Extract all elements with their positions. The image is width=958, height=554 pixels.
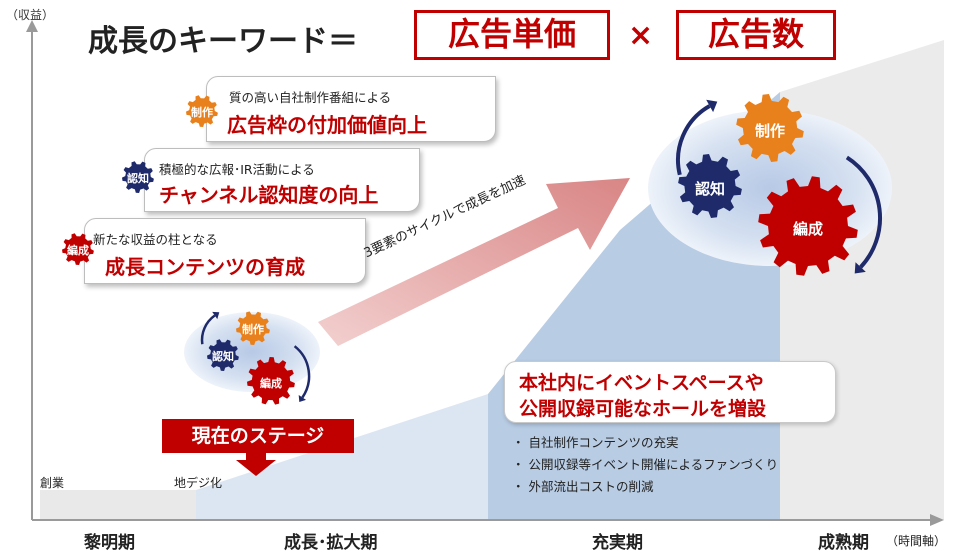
- x-axis-label: （時間軸）: [886, 534, 947, 548]
- bullet-item: ・ 自社制作コンテンツの充実: [512, 435, 679, 450]
- card-seisaku: 質の高い自社制作番組による 広告枠の付加価値向上: [206, 76, 496, 142]
- bullet-item: ・ 外部流出コストの削減: [512, 479, 654, 494]
- small-cycle-arrow-left: [200, 314, 216, 345]
- phase-label-dawn: 黎明期: [84, 533, 135, 553]
- y-axis-label: （収益）: [6, 8, 55, 22]
- x-axis-arrowhead: [930, 514, 944, 526]
- keyword-ad-unit-price: 広告単価: [414, 10, 610, 60]
- growth-arrow: [318, 178, 630, 346]
- small-gear-label-seisaku: 制作: [242, 323, 264, 336]
- card-badge-hensei-icon: [62, 233, 94, 265]
- small-gear-hensei: [247, 357, 295, 405]
- current-stage-label: 現在のステージ: [162, 419, 354, 453]
- card-main: 広告枠の付加価値向上: [227, 113, 427, 137]
- badge-label-seisaku: 制作: [191, 106, 213, 119]
- big-gear-label-ninchi: 認知: [694, 180, 725, 198]
- card-hensei: 新たな収益の柱となる 成長コンテンツの育成: [84, 218, 366, 284]
- small-gear-label-ninchi: 認知: [212, 350, 234, 363]
- badge-label-ninchi: 認知: [127, 172, 149, 185]
- phase-area-dawn: [40, 490, 196, 520]
- times-symbol: ×: [628, 18, 654, 53]
- bullet-list: ・ 自社制作コンテンツの充実 ・ 公開収録等イベント開催によるファンづくり ・ …: [512, 432, 778, 498]
- big-gear-label-seisaku: 制作: [754, 122, 785, 140]
- small-gear-seisaku: [236, 311, 270, 345]
- card-badge-seisaku-icon: [186, 95, 218, 127]
- big-gear-seisaku: [736, 94, 804, 162]
- big-cycle-arrow-right-head: [854, 262, 866, 274]
- big-cycle-arrow-left-head: [706, 99, 718, 113]
- big-gear-label-hensei: 編成: [792, 220, 823, 238]
- callout-line1: 本社内にイベントスペースや: [519, 372, 764, 394]
- big-gear-ninchi: [678, 154, 742, 218]
- card-main: チャンネル認知度の向上: [159, 183, 379, 207]
- phase-label-growth: 成長･拡大期: [284, 533, 378, 553]
- hall-callout: 本社内にイベントスペースや 公開収録可能なホールを増設: [504, 361, 836, 423]
- card-badge-ninchi-icon: [122, 161, 154, 193]
- phase-label-mature: 成熟期: [818, 533, 869, 553]
- big-cycle-arrow-left: [676, 104, 711, 176]
- callout-line2: 公開収録可能なホールを増設: [519, 398, 767, 420]
- small-cycle-arrow-right: [293, 345, 311, 399]
- bullet-item: ・ 公開収録等イベント開催によるファンづくり: [512, 457, 779, 472]
- card-sub: 質の高い自社制作番組による: [229, 90, 392, 105]
- small-gear-ninchi: [207, 339, 239, 371]
- card-sub: 積極的な広報･IR活動による: [159, 162, 315, 177]
- marker-founding: 創業: [40, 476, 65, 490]
- card-sub: 新たな収益の柱となる: [93, 232, 218, 247]
- y-axis-arrowhead: [26, 20, 38, 32]
- keyword-ad-count: 広告数: [676, 10, 836, 60]
- phase-label-full: 充実期: [592, 533, 643, 553]
- phase-area-growth: [196, 394, 488, 520]
- small-gear-label-hensei: 編成: [260, 377, 282, 390]
- current-stage-down-arrow: [236, 452, 276, 476]
- page-title: 成長のキーワード＝: [88, 24, 358, 59]
- small-cycle-arrow-right-head: [298, 395, 306, 402]
- badge-label-hensei: 編成: [67, 244, 89, 257]
- small-cycle-arrow-left-head: [212, 311, 220, 320]
- big-cycle-arrow-right: [845, 155, 883, 269]
- big-gear-hensei: [758, 176, 858, 276]
- card-ninchi: 積極的な広報･IR活動による チャンネル認知度の向上: [144, 148, 420, 212]
- card-main: 成長コンテンツの育成: [105, 255, 305, 279]
- marker-digital: 地デジ化: [174, 476, 223, 490]
